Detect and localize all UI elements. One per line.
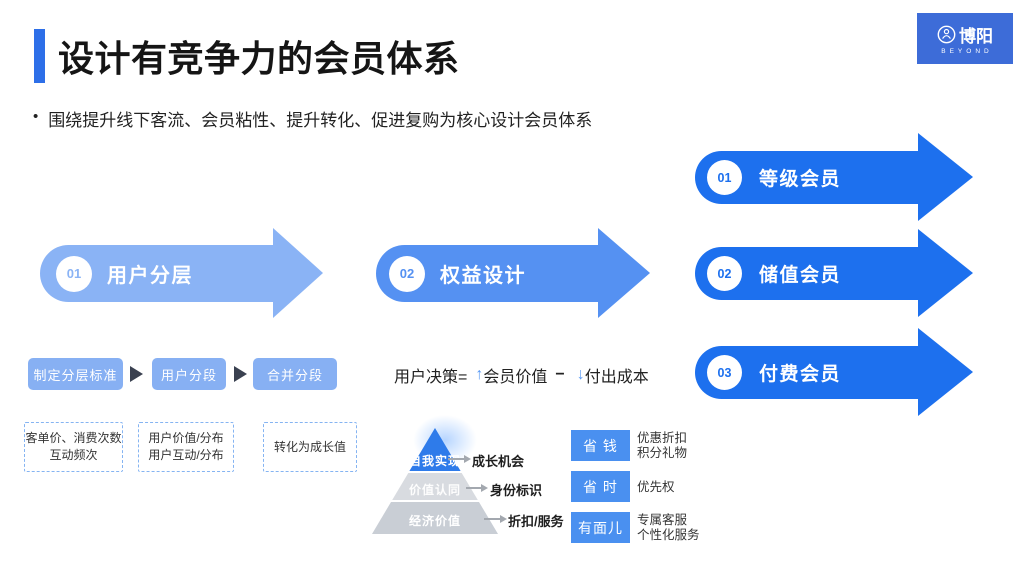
box-line: 用户价值/分布 xyxy=(148,431,224,445)
pointer-arrowhead-icon xyxy=(481,484,488,492)
seg-detail-box-metrics: 客单价、消费次数 互动频次 xyxy=(24,422,123,472)
pyramid-tier-label-identity: 价值认同 xyxy=(408,483,461,497)
box-line: 客单价、消费次数 xyxy=(25,431,122,445)
outcome-number-badge: 01 xyxy=(707,160,742,195)
step-arrow-label: 用户分层 xyxy=(107,265,193,287)
formula-term-value: 会员价值 xyxy=(483,369,548,386)
up-arrow-icon: ↑ xyxy=(475,366,484,383)
seg-detail-box-distribution: 用户价值/分布 用户互动/分布 xyxy=(138,422,234,472)
intro-bullet-text: 围绕提升线下客流、会员粘性、提升转化、促进复购为核心设计会员体系 xyxy=(48,111,593,130)
outcome-arrow-head xyxy=(918,133,973,221)
pyramid-benefit-growth: 成长机会 xyxy=(472,454,525,469)
benefit-tag-save-money: 省 钱 xyxy=(571,430,630,461)
step-number-badge: 02 xyxy=(389,255,425,292)
logo-mark-icon xyxy=(937,25,956,44)
outcome-arrow-label: 储值会员 xyxy=(759,265,842,286)
outcome-arrow-label: 付费会员 xyxy=(759,364,842,385)
pointer-arrow xyxy=(448,458,464,460)
box-line: 互动频次 xyxy=(49,448,98,462)
benefit-desc-prestige: 专属客服 个性化服务 xyxy=(637,513,700,543)
benefit-tag-save-time: 省 时 xyxy=(571,471,630,502)
bullet-dot: • xyxy=(33,108,39,125)
formula-term-cost: 付出成本 xyxy=(584,369,649,386)
pyramid-benefit-identity: 身份标识 xyxy=(490,483,543,498)
desc-line: 专属客服 xyxy=(637,513,688,527)
seg-step-define-criteria: 制定分层标准 xyxy=(28,358,123,390)
step-arrow-benefit-design: 02 权益设计 xyxy=(376,245,598,302)
benefit-tag-prestige: 有面儿 xyxy=(571,512,630,543)
outcome-number-badge: 02 xyxy=(707,256,742,291)
flow-triangle-icon xyxy=(130,366,143,382)
step-arrow-label: 权益设计 xyxy=(440,265,526,287)
box-line: 转化为成长值 xyxy=(273,439,346,454)
step-arrow-user-segmentation: 01 用户分层 xyxy=(40,245,273,302)
step-arrow-head xyxy=(273,228,323,318)
outcome-arrow-head xyxy=(918,328,973,416)
outcome-arrow-tier-member: 01 等级会员 xyxy=(695,151,918,204)
logo-name: 博阳 xyxy=(959,27,993,46)
intro-bullet: • 围绕提升线下客流、会员粘性、提升转化、促进复购为核心设计会员体系 xyxy=(33,106,592,131)
outcome-arrow-head xyxy=(918,229,973,317)
seg-detail-box-growth-value: 转化为成长值 xyxy=(263,422,357,472)
company-logo: 博阳 BEYOND xyxy=(917,13,1013,64)
desc-line: 积分礼物 xyxy=(637,446,688,460)
pointer-arrow xyxy=(466,487,481,489)
step-number-badge: 01 xyxy=(56,255,92,292)
pyramid-tier-label-economic: 经济价值 xyxy=(408,514,461,528)
seg-step-merge-segment: 合并分段 xyxy=(253,358,337,390)
pyramid-benefit-discount: 折扣/服务 xyxy=(508,514,564,529)
logo-subtitle: BEYOND xyxy=(941,48,993,55)
flow-triangle-icon xyxy=(234,366,247,382)
outcome-arrow-stored-value-member: 02 储值会员 xyxy=(695,247,918,300)
pointer-arrowhead-icon xyxy=(464,455,471,463)
formula-lhs: 用户决策= xyxy=(394,369,468,386)
seg-step-user-segment: 用户分段 xyxy=(152,358,226,390)
minus-sign: − xyxy=(555,366,565,383)
outcome-arrow-label: 等级会员 xyxy=(759,169,842,190)
value-pyramid xyxy=(372,428,498,534)
outcome-number-badge: 03 xyxy=(707,355,742,390)
step-arrow-head xyxy=(598,228,650,318)
page-title: 设计有竞争力的会员体系 xyxy=(58,38,460,79)
pointer-arrow xyxy=(484,518,500,520)
outcome-arrow-paid-member: 03 付费会员 xyxy=(695,346,918,399)
user-decision-formula: 用户决策= ↑ 会员价值 − ↓ 付出成本 xyxy=(394,363,649,387)
box-line: 用户互动/分布 xyxy=(148,448,224,462)
benefit-desc-save-time: 优先权 xyxy=(637,480,675,495)
benefit-desc-save-money: 优惠折扣 积分礼物 xyxy=(637,431,687,461)
desc-line: 个性化服务 xyxy=(637,528,700,542)
pyramid-tier-label-self: 自我实现 xyxy=(408,454,461,468)
desc-line: 优惠折扣 xyxy=(637,431,688,445)
title-accent-bar xyxy=(34,29,45,83)
desc-line: 优先权 xyxy=(637,480,675,494)
down-arrow-icon: ↓ xyxy=(576,366,585,383)
pointer-arrowhead-icon xyxy=(500,515,507,523)
